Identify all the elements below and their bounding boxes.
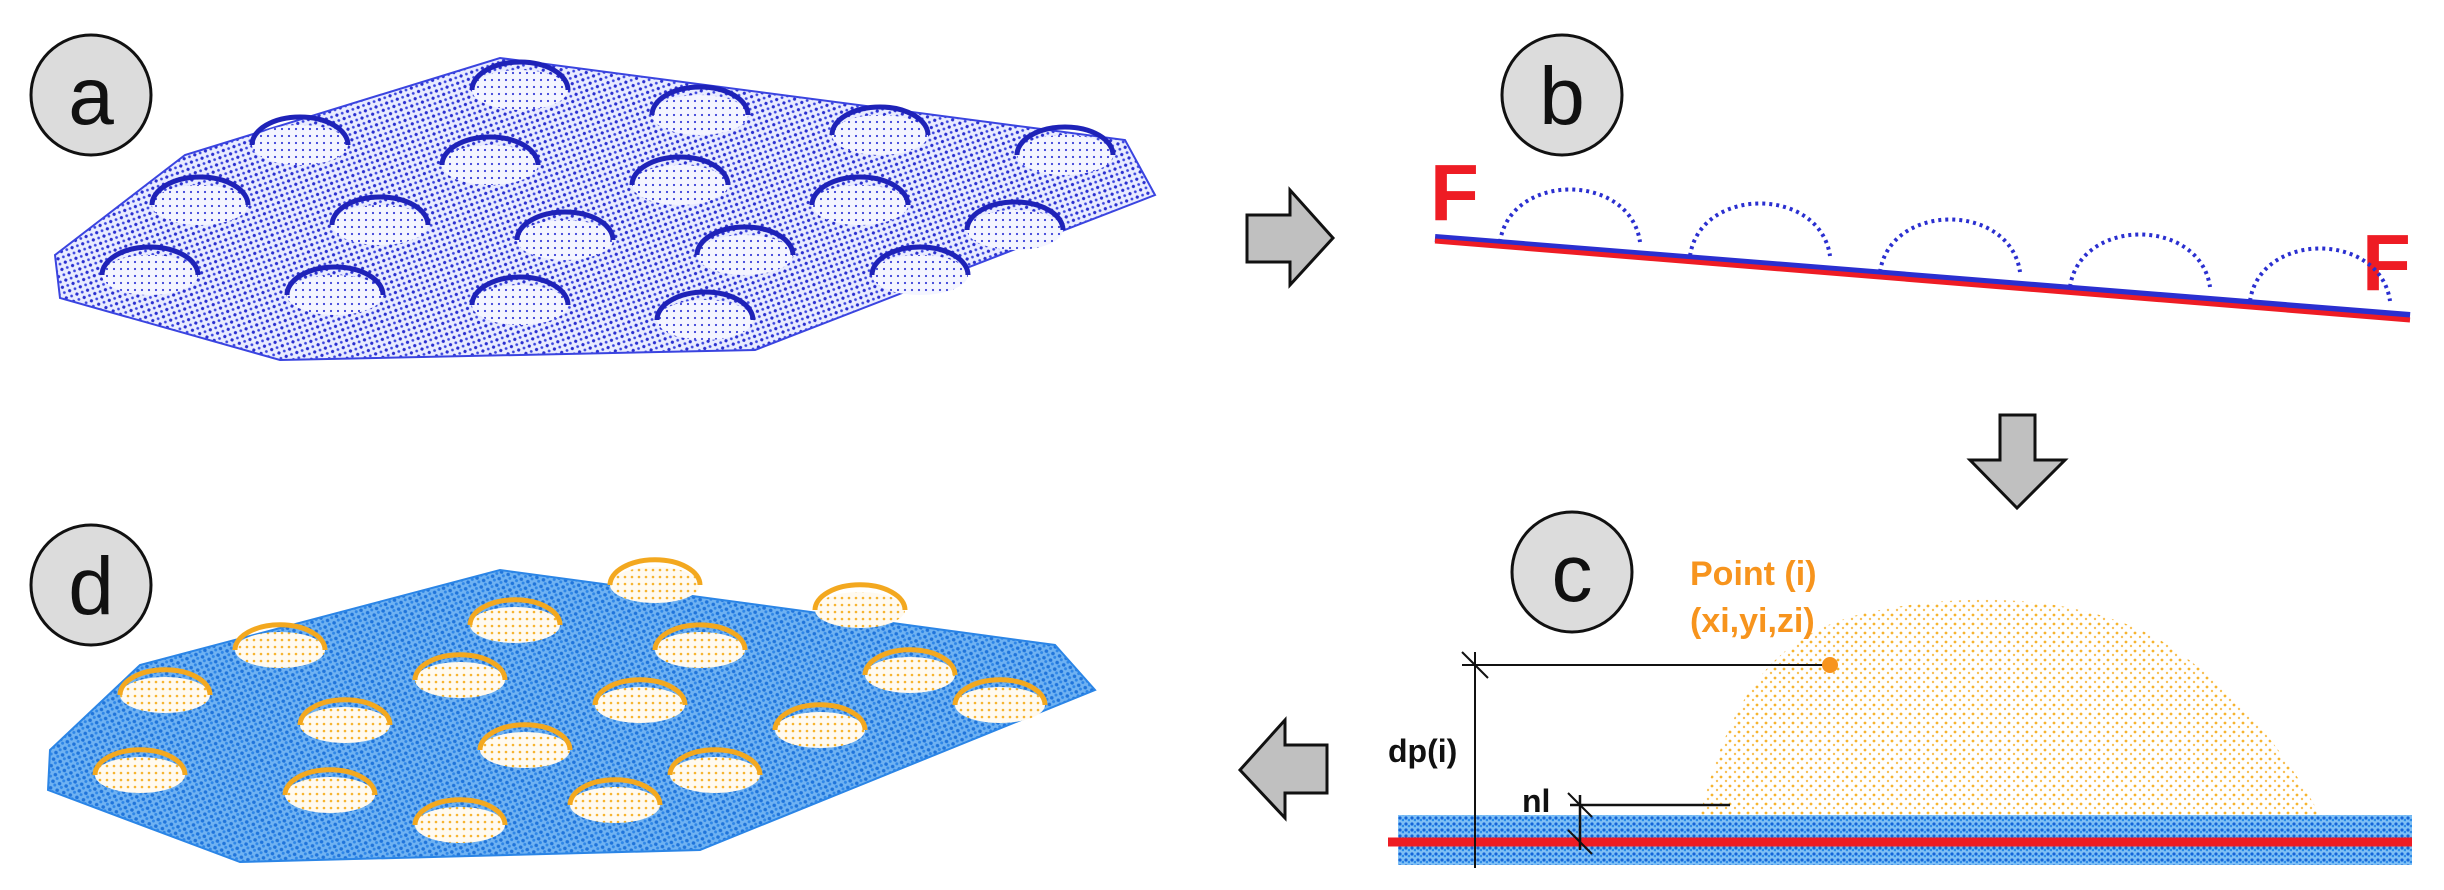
point-i-marker <box>1822 657 1838 673</box>
bump <box>862 647 958 693</box>
panel-a: a <box>29 33 1157 362</box>
point-label: Point (i) <box>1690 555 1817 593</box>
flat-label-left: F <box>1430 148 1479 237</box>
bump <box>869 244 971 295</box>
dp-label: dp(i) <box>1388 733 1457 769</box>
bump <box>812 582 908 628</box>
panel-c-label-circle: c <box>1510 510 1634 634</box>
panel-b-label-circle: b <box>1500 33 1624 157</box>
panel-c: c Point (i) (xi,yi,zi) dp(i) nl <box>1388 510 2412 868</box>
panel-c-label: c <box>1552 528 1593 619</box>
bump <box>629 154 731 205</box>
bump <box>412 652 508 698</box>
bump <box>467 597 563 643</box>
panel-d-point-cloud-surface <box>46 568 1097 864</box>
bump <box>649 84 751 135</box>
bump <box>329 194 431 245</box>
panel-a-bumps <box>99 59 1116 340</box>
bump <box>469 274 571 325</box>
bump <box>809 174 911 225</box>
arrow-right-icon <box>1245 186 1336 289</box>
panel-d: d <box>29 523 1097 864</box>
bump <box>469 59 571 110</box>
bump-profile <box>1878 217 2022 273</box>
bump <box>654 289 756 340</box>
bump <box>232 622 328 668</box>
bump <box>567 777 663 823</box>
nl-tick-top <box>1567 792 1593 818</box>
panel-d-bumps <box>92 557 1048 843</box>
panel-d-label-circle: d <box>29 523 153 647</box>
bump-profile <box>1688 201 1832 257</box>
nl-label: nl <box>1522 783 1550 819</box>
bump <box>964 199 1066 250</box>
bump <box>99 244 201 295</box>
flat-label-right: F <box>2362 218 2411 307</box>
bump <box>652 622 748 668</box>
nl-tick-bottom <box>1567 829 1593 855</box>
bump <box>282 767 378 813</box>
bump <box>592 677 688 723</box>
reference-plane-line <box>1434 238 2411 323</box>
bump <box>667 747 763 793</box>
bump <box>952 677 1048 723</box>
bump <box>514 209 616 260</box>
bump <box>1014 124 1116 175</box>
bump <box>297 697 393 743</box>
panel-a-label: a <box>68 51 114 142</box>
arrow-down-icon <box>1966 413 2069 511</box>
bump <box>92 747 188 793</box>
bump <box>829 104 931 155</box>
bump <box>284 264 386 315</box>
bump <box>607 557 703 603</box>
bump-profile-points <box>1700 599 2320 815</box>
bump-profile <box>2068 232 2212 288</box>
panel-a-label-circle: a <box>29 33 153 157</box>
bump <box>149 174 251 225</box>
bump <box>249 114 351 165</box>
bump <box>694 224 796 275</box>
arrow-left-icon <box>1237 716 1329 822</box>
dp-tick-mark <box>1461 651 1489 679</box>
bump <box>117 667 213 713</box>
bump-profile <box>1498 187 1642 243</box>
bump <box>412 797 508 843</box>
panel-b: b F F <box>1430 33 2411 323</box>
panel-b-label: b <box>1539 51 1585 142</box>
panel-b-ground-points <box>1434 234 2411 320</box>
point-coord-label: (xi,yi,zi) <box>1690 602 1815 640</box>
bump <box>477 722 573 768</box>
panel-d-label: d <box>68 541 114 632</box>
bump <box>439 134 541 185</box>
bump <box>772 702 868 748</box>
